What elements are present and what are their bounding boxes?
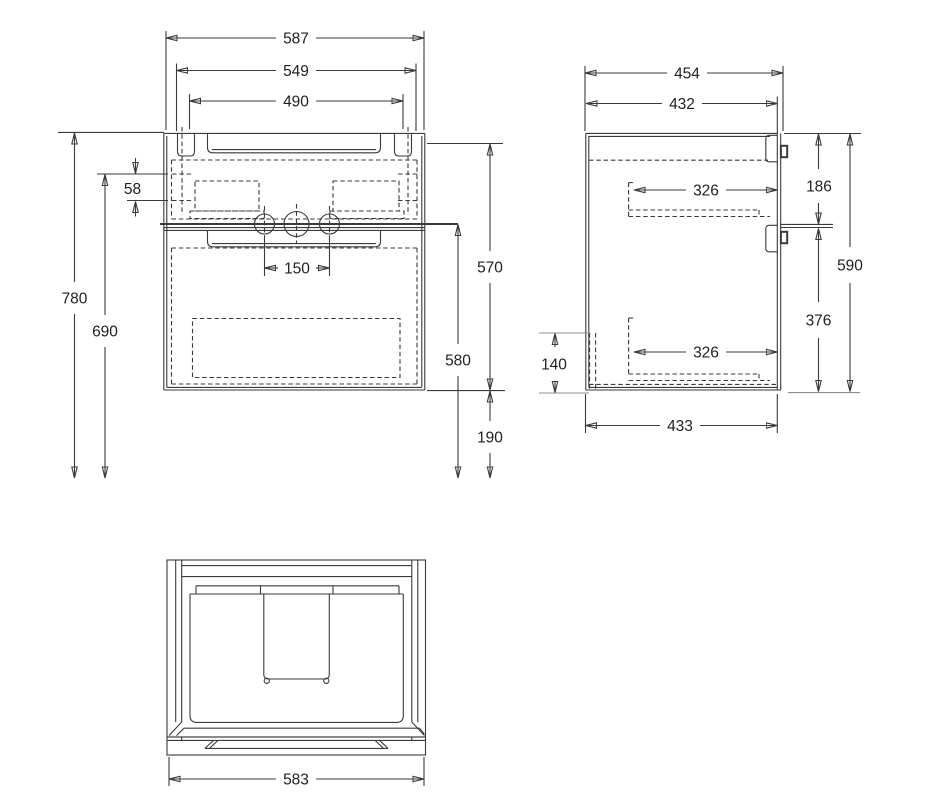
side-dimensions: 454 432 326 326 433 186 376 590 140 bbox=[539, 66, 863, 435]
side-view bbox=[585, 132, 789, 391]
dim-front-58: 58 bbox=[124, 181, 141, 198]
dim-front-690: 690 bbox=[92, 324, 118, 341]
dim-front-190: 190 bbox=[477, 430, 503, 447]
dim-plan-583: 583 bbox=[283, 772, 309, 789]
handle-profile-lower bbox=[779, 230, 789, 245]
front-view bbox=[160, 127, 458, 391]
wall-section-strip-upper bbox=[45, 478, 895, 486]
dim-side-433: 433 bbox=[667, 418, 693, 435]
dim-side-376: 376 bbox=[806, 313, 832, 330]
dim-front-490: 490 bbox=[283, 94, 309, 111]
dim-side-432: 432 bbox=[669, 96, 695, 113]
siphon-cutout bbox=[263, 594, 330, 680]
top-slot-right bbox=[393, 133, 413, 157]
wall-section-strip-lower bbox=[45, 551, 895, 559]
handle-channel-upper bbox=[206, 133, 382, 154]
dim-side-326-upper: 326 bbox=[693, 183, 719, 200]
plan-view bbox=[166, 559, 427, 756]
dim-side-140: 140 bbox=[541, 357, 567, 374]
handle-channel-lower bbox=[206, 230, 382, 248]
dim-front-549: 549 bbox=[283, 63, 309, 80]
tap-holes bbox=[253, 204, 341, 244]
dim-side-326-lower: 326 bbox=[693, 345, 719, 362]
handle-profile-upper bbox=[779, 144, 789, 159]
basin-outline bbox=[189, 594, 404, 723]
drawer-front-tab-lower bbox=[765, 224, 778, 253]
dim-front-780: 780 bbox=[62, 291, 88, 308]
dim-side-590: 590 bbox=[837, 258, 863, 275]
plan-dimensions: 583 bbox=[168, 757, 425, 789]
dim-side-186: 186 bbox=[806, 179, 832, 196]
front-dimensions: 587 549 490 780 690 58 570 580 190 bbox=[58, 31, 505, 479]
dim-front-587: 587 bbox=[283, 31, 309, 48]
dim-side-454: 454 bbox=[674, 66, 700, 83]
top-slot-left bbox=[176, 133, 196, 157]
dim-front-150: 150 bbox=[284, 261, 310, 278]
drawer-front-tab-upper bbox=[765, 134, 778, 163]
dim-front-570: 570 bbox=[477, 260, 503, 277]
dim-front-580: 580 bbox=[445, 353, 471, 370]
